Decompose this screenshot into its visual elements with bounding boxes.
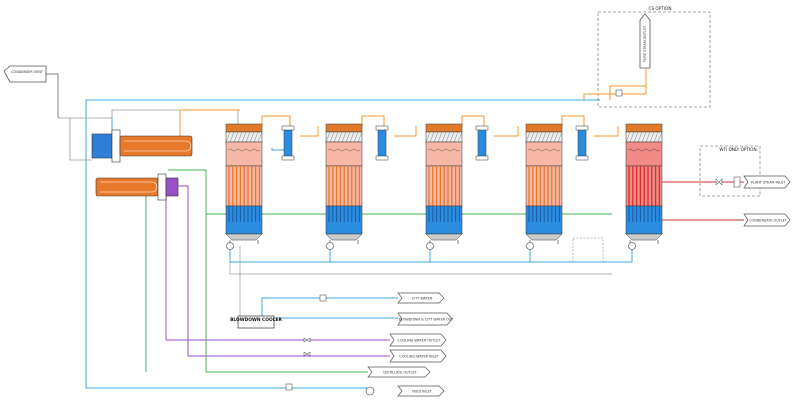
preheater-4 (575, 125, 589, 161)
cooling-water-outlet-connection: COOLING WATER OUTLET (389, 333, 447, 347)
condensate-outlet-connection: CONDENSATE OUTLET (743, 213, 791, 227)
blowdown-cooler-label: BLOWDOWN COOLER (230, 317, 282, 323)
pump-4 (526, 242, 534, 250)
preheater-2 (375, 125, 389, 161)
wfi-option-label: WFI ONLY OPTION (719, 147, 756, 152)
valve-cw-outlet (303, 337, 311, 343)
cs-option-label: CS OPTION (649, 6, 672, 11)
tag-city-water (319, 294, 327, 302)
plant-steam-inlet-connection: PLANT STEAM INLET (743, 175, 791, 189)
preheater-1 (281, 125, 295, 161)
column-4 (525, 123, 563, 244)
condenser-vent-label: CONDENSER VENT (11, 70, 44, 74)
distillation-columns (225, 123, 663, 244)
distillate-outlet-connection: DISTILLATE OUTLET (367, 366, 431, 378)
plant-steam-inlet-label: PLANT STEAM INLET (751, 180, 786, 184)
pipework (46, 68, 744, 389)
pure-steam-outlet-label: PURE STEAM OUTLET (643, 25, 647, 62)
feed-inlet-label: FEED INLET (412, 389, 432, 393)
preheater-3 (475, 125, 489, 161)
column-2 (325, 123, 363, 244)
valve-cw-inlet (303, 351, 311, 357)
condenser (91, 129, 193, 163)
wfi-option-box: WFI ONLY OPTION (699, 145, 761, 197)
column-5 (625, 123, 663, 244)
feed-inlet-connection: FEED INLET (397, 385, 445, 397)
cooling-water-inlet-label: COOLING WATER INLET (399, 354, 439, 358)
pump-5 (628, 242, 636, 250)
valves (285, 89, 741, 391)
condensate-outlet-label: CONDENSATE OUTLET (749, 218, 788, 222)
condenser-vent-nozzle: CONDENSER VENT (3, 65, 47, 83)
pumps (226, 242, 636, 396)
cooling-water-inlet-connection: COOLING WATER INLET (389, 349, 447, 363)
cs-option-small-box (572, 237, 604, 263)
cs-option-box: CS OPTION (597, 6, 711, 108)
valve-plant-steam (715, 178, 723, 186)
tag-steam-in (733, 176, 741, 188)
pure-steam-outlet-nozzle: PURE STEAM OUTLET (639, 13, 651, 69)
column-3 (425, 123, 463, 244)
tag-steam-out (615, 89, 623, 97)
tag-feed (285, 383, 293, 391)
vent-cooler (95, 173, 179, 201)
distillate-outlet-label: DISTILLATE OUTLET (383, 370, 417, 374)
cooling-water-outlet-label: COOLING WATER OUTLET (397, 338, 441, 342)
pump-2 (326, 242, 334, 250)
feed-pump (365, 386, 375, 396)
pump-3 (426, 242, 434, 250)
pump-1 (226, 242, 234, 250)
blowdown-city-water-out-connection: BLOWDOWN & CITY WATER OUT (397, 312, 455, 326)
city-water-connection: CITY WATER (397, 292, 445, 304)
process-connections: PLANT STEAM INLET CONDENSATE OUTLET CITY W… (367, 175, 791, 397)
city-water-label: CITY WATER (412, 296, 433, 300)
column-1 (225, 123, 263, 244)
blowdown-cooler: BLOWDOWN COOLER (230, 315, 283, 329)
blowdown-city-water-out-label: BLOWDOWN & CITY WATER OUT (399, 317, 455, 321)
